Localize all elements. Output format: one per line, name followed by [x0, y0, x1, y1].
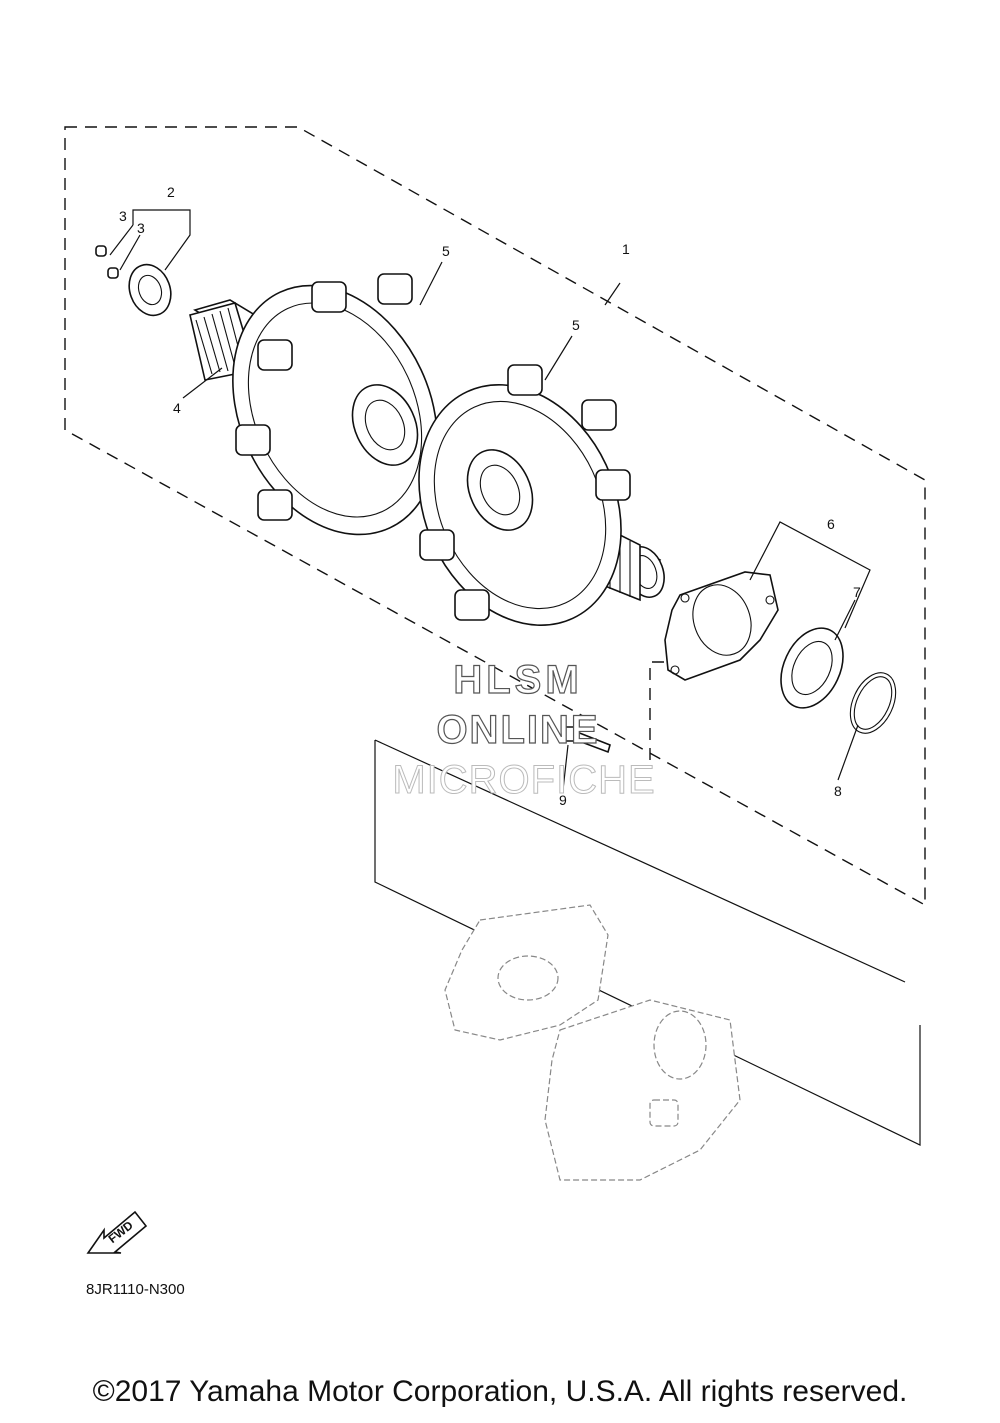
sprocket-front — [418, 364, 631, 626]
watermark-online: ONLINE — [436, 708, 599, 752]
callout-4: 4 — [173, 400, 181, 416]
circlip — [849, 672, 897, 734]
callout-5-rear: 5 — [442, 243, 450, 259]
callout-5-front: 5 — [572, 317, 580, 333]
leader-lines — [109, 209, 871, 791]
callout-2: 2 — [167, 184, 175, 200]
callout-1: 1 — [622, 241, 630, 257]
assembly-boundary-dashed — [64, 126, 926, 907]
brake-caliper-reference — [544, 999, 741, 1181]
fwd-arrow-icon: FWD — [86, 1210, 148, 1254]
callout-6: 6 — [827, 516, 835, 532]
brake-bracket-reference — [444, 904, 609, 1041]
brake-group-bracket-top — [374, 739, 906, 983]
watermark-hlsm: HLSM — [453, 658, 582, 702]
bolt — [562, 726, 611, 754]
bearing — [780, 627, 844, 709]
oil-seal — [128, 263, 172, 317]
callout-9: 9 — [559, 792, 567, 808]
dowel-pin-upper — [95, 245, 107, 257]
callout-3-lower: 3 — [137, 220, 145, 236]
callout-7: 7 — [853, 584, 861, 600]
sprocket-rear — [232, 273, 438, 536]
bracket-boundary-dashed — [649, 661, 668, 760]
dowel-pin-lower — [107, 267, 119, 279]
copyright-notice: ©2017 Yamaha Motor Corporation, U.S.A. A… — [92, 1375, 908, 1408]
diagram-code: 8JR1110-N300 — [86, 1281, 185, 1298]
watermark-microfiche: MICROFICHE — [392, 758, 655, 802]
callout-3-upper: 3 — [119, 208, 127, 224]
bearing-housing — [664, 571, 779, 681]
callout-8: 8 — [834, 783, 842, 799]
